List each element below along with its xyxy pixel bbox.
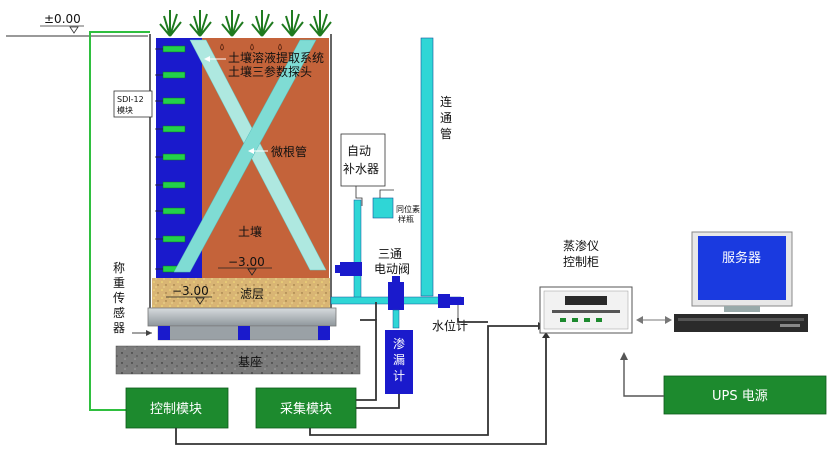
- soil-bottom-elevation: −3.00: [218, 255, 272, 276]
- svg-text:电动阀: 电动阀: [374, 262, 410, 276]
- svg-text:渗: 渗: [393, 336, 405, 351]
- filter-bottom-elevation: −3.00: [166, 284, 212, 305]
- svg-text:器: 器: [113, 321, 125, 335]
- svg-text:控制柜: 控制柜: [563, 255, 599, 269]
- weighing-sensor-label: 称 重 传 感 器: [113, 261, 125, 335]
- svg-text:样瓶: 样瓶: [398, 214, 414, 224]
- sdi12-label-line1: SDI-12: [117, 95, 144, 104]
- signal-wires: [175, 302, 547, 445]
- rhizotron-tubes: [173, 39, 327, 273]
- auto-water-supply: 自动 补水器: [340, 133, 386, 206]
- control-cable-green: [89, 31, 150, 411]
- leakage-meter: 渗 漏 计: [385, 330, 413, 394]
- svg-text:连: 连: [440, 94, 452, 109]
- control-cabinet: 蒸渗仪 控制柜: [539, 238, 633, 334]
- supply-pipe: [353, 199, 362, 301]
- probe-label-line2: 土壤三参数探头: [228, 64, 312, 79]
- svg-text:同位素: 同位素: [396, 204, 420, 214]
- acquisition-module: 采集模块: [255, 387, 357, 429]
- svg-text:蒸渗仪: 蒸渗仪: [563, 238, 599, 253]
- ground-elevation-marker: ±0.00: [6, 12, 148, 37]
- control-module: 控制模块: [125, 387, 229, 429]
- water-level-meter-label: 水位计: [432, 318, 468, 333]
- weighing-platform: [132, 307, 337, 341]
- ups-label: UPS 电源: [712, 389, 768, 404]
- svg-text:三通: 三通: [378, 247, 402, 261]
- wire-arrow-up: [542, 332, 550, 338]
- isotope-sample-bottle: 同位素 样瓶: [372, 189, 420, 224]
- soil-bottom-elevation-label: −3.00: [228, 255, 265, 269]
- probe-label-line1: 土壤溶液提取系统: [228, 50, 324, 65]
- svg-text:传: 传: [113, 290, 125, 305]
- server: 服务器: [674, 231, 808, 332]
- filter-layer-label: 滤层: [240, 287, 264, 301]
- cabinet-server-link: [636, 316, 672, 324]
- svg-text:感: 感: [113, 305, 125, 320]
- svg-text:漏: 漏: [393, 353, 405, 367]
- svg-text:称: 称: [113, 261, 125, 275]
- three-way-electric-valve: 三通 电动阀: [374, 247, 410, 329]
- filter-layer: [152, 278, 330, 308]
- sdi12-module: SDI-12 模块: [113, 90, 153, 118]
- connecting-tube: 连 通 管: [420, 37, 452, 297]
- svg-text:控制模块: 控制模块: [150, 402, 202, 417]
- probe-cables: [155, 48, 163, 270]
- server-label: 服务器: [722, 250, 761, 266]
- svg-text:管: 管: [440, 126, 452, 141]
- soil-label: 土壤: [238, 224, 262, 239]
- supply-valve: [335, 262, 362, 276]
- filter-bottom-elevation-label: −3.00: [172, 284, 209, 298]
- svg-text:通: 通: [440, 111, 452, 125]
- base-label: 基座: [238, 354, 262, 369]
- plants: [159, 10, 332, 37]
- soil-probes: [162, 45, 186, 273]
- sdi12-label-line2: 模块: [117, 105, 133, 115]
- base-platform: 基座: [115, 345, 361, 375]
- ground-elevation-label: ±0.00: [44, 12, 81, 26]
- svg-text:自动: 自动: [347, 144, 371, 158]
- svg-text:重: 重: [113, 276, 125, 290]
- rhizotron-label: 微根管: [271, 144, 307, 159]
- svg-text:采集模块: 采集模块: [280, 401, 332, 417]
- svg-text:补水器: 补水器: [343, 162, 379, 176]
- ups-power: UPS 电源: [620, 352, 827, 415]
- svg-text:计: 计: [393, 369, 405, 383]
